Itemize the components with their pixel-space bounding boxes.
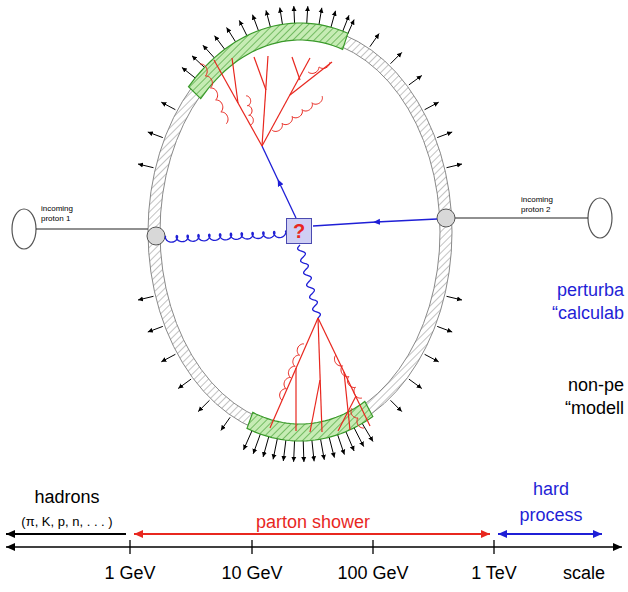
cluster-arc <box>247 402 373 442</box>
region-note: perturba <box>557 280 624 301</box>
region-note: non-pe <box>568 375 624 396</box>
shower-range-arrow <box>134 533 490 535</box>
axis-tick <box>372 540 373 554</box>
hard-process-box: ? <box>286 218 312 244</box>
axis-tick <box>493 540 494 554</box>
axis-tick <box>129 540 130 554</box>
axis-tick <box>251 540 252 554</box>
tick-label: 1 TeV <box>471 563 517 584</box>
hard-range-arrow <box>498 533 602 535</box>
scale-axis <box>6 546 622 548</box>
tick-label: 100 GeV <box>337 563 408 584</box>
range-label: hard process <box>511 476 591 528</box>
hadron-range-arrow <box>6 533 126 535</box>
range-sublabel: (π, K, p, n, . . . ) <box>21 515 112 530</box>
proton-label: incoming proton 2 <box>520 195 560 214</box>
parton-blob <box>437 209 455 227</box>
gauge-boson-lines <box>165 62 364 428</box>
range-label: hadrons <box>34 487 99 508</box>
tick-label: 10 GeV <box>221 563 282 584</box>
hadron-arrows <box>138 6 462 462</box>
proton-ellipse <box>588 198 612 238</box>
range-label: parton shower <box>256 512 370 533</box>
quark-line <box>313 219 437 226</box>
proton-line <box>455 217 588 218</box>
tick-label: 1 GeV <box>104 563 155 584</box>
cluster-arcs <box>189 23 373 441</box>
quark-line <box>262 146 296 218</box>
proton-line <box>36 228 148 229</box>
region-note: “modell <box>565 398 624 419</box>
parton-blob <box>147 227 165 245</box>
proton-ellipse <box>12 209 36 249</box>
axis-label: scale <box>563 563 605 584</box>
proton-label: incoming proton 1 <box>40 204 80 223</box>
parton-shower-bottom <box>270 318 370 432</box>
parton-shower-top <box>214 56 332 146</box>
region-note: “calculab <box>552 303 624 324</box>
process-symbol: ? <box>293 221 305 241</box>
